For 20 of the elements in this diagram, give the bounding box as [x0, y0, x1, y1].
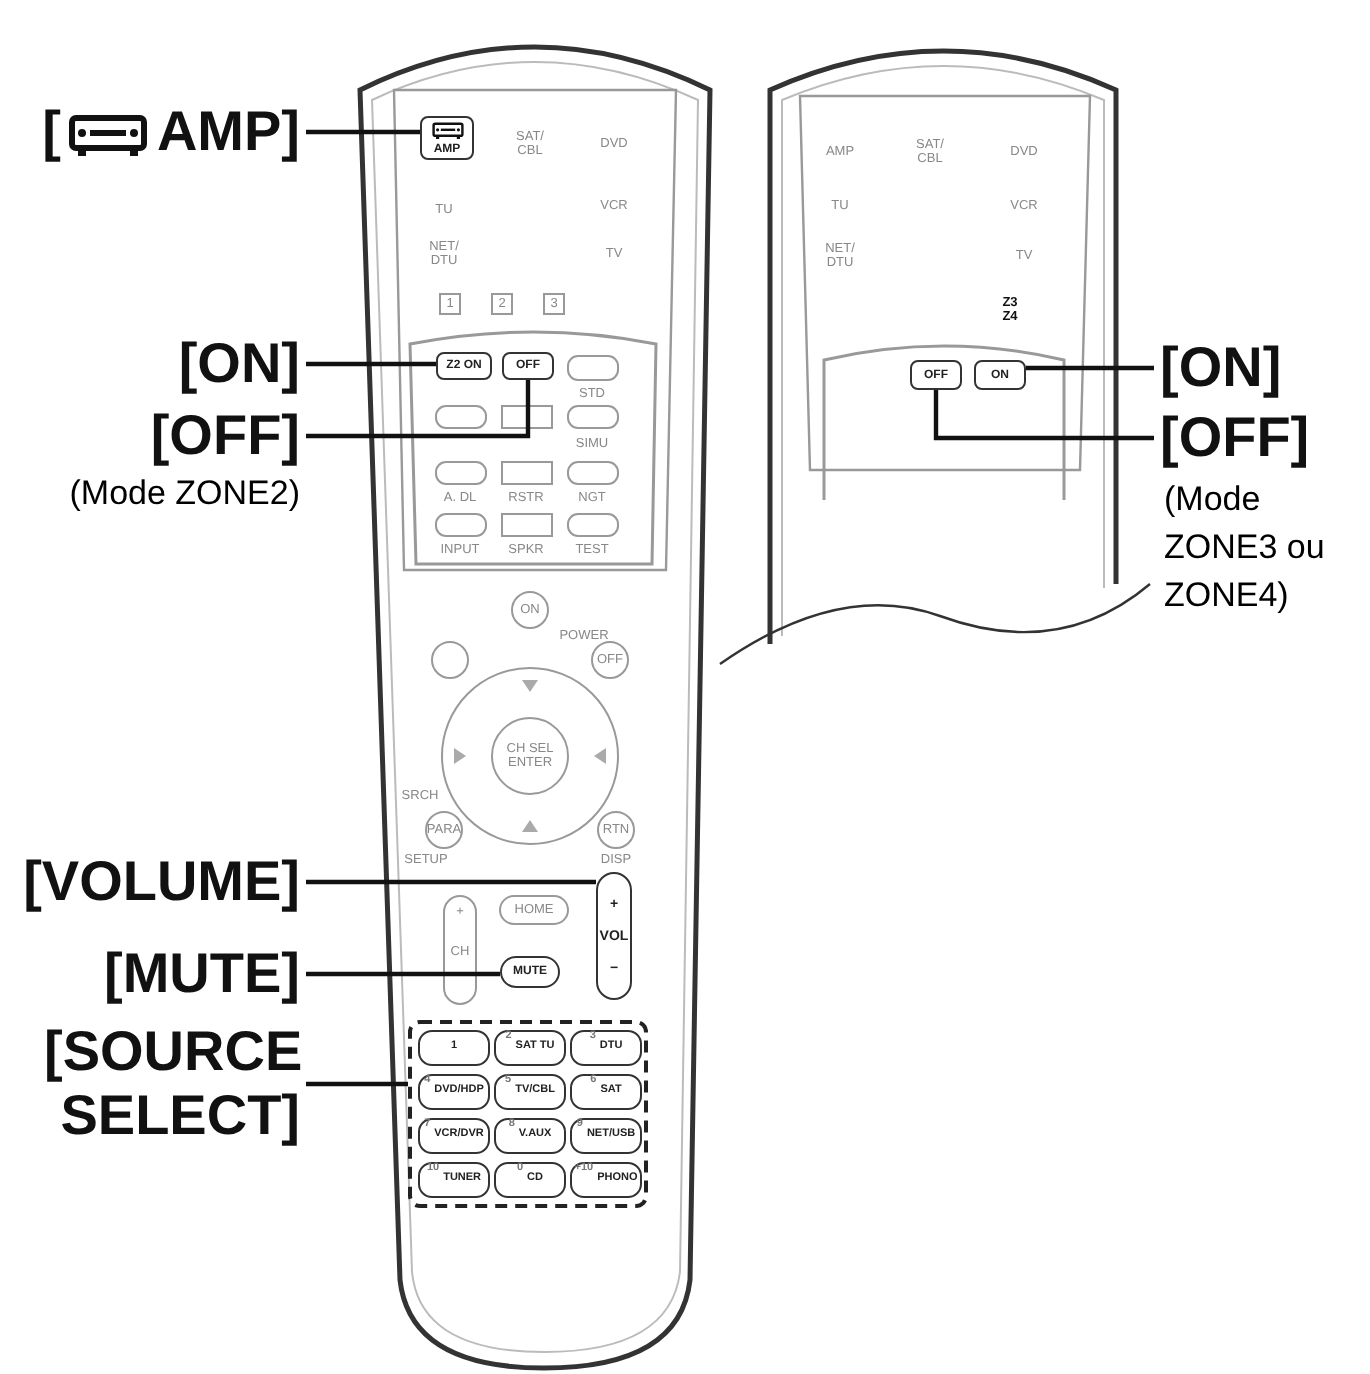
callout-label: [MUTE]: [104, 942, 300, 1006]
callout-label: AMP]: [156, 100, 300, 162]
mode-note: (Mode ZONE2): [69, 474, 300, 514]
callout-label: [: [42, 100, 61, 162]
callout-label: [OFF]: [150, 404, 300, 468]
leader-line: [306, 1081, 408, 1087]
leader-line: [306, 971, 500, 977]
leader-line: [306, 879, 596, 885]
callout-label: [VOLUME]: [23, 850, 300, 914]
leader-line: [933, 390, 1154, 441]
mode-note: (Mode ZONE3 ou ZONE4): [1164, 478, 1327, 618]
callout-label: [OFF]: [1160, 406, 1310, 470]
leader-line: [306, 380, 531, 439]
leader-line: [306, 129, 420, 135]
leader-line: [1026, 365, 1154, 371]
dashed-outline: [408, 1020, 648, 1208]
leader-line: [306, 361, 436, 367]
callout-label: [SOURCE SELECT]: [44, 1020, 300, 1148]
callout-label: [ON]: [1160, 336, 1282, 400]
callout-label: [ON]: [178, 332, 300, 396]
